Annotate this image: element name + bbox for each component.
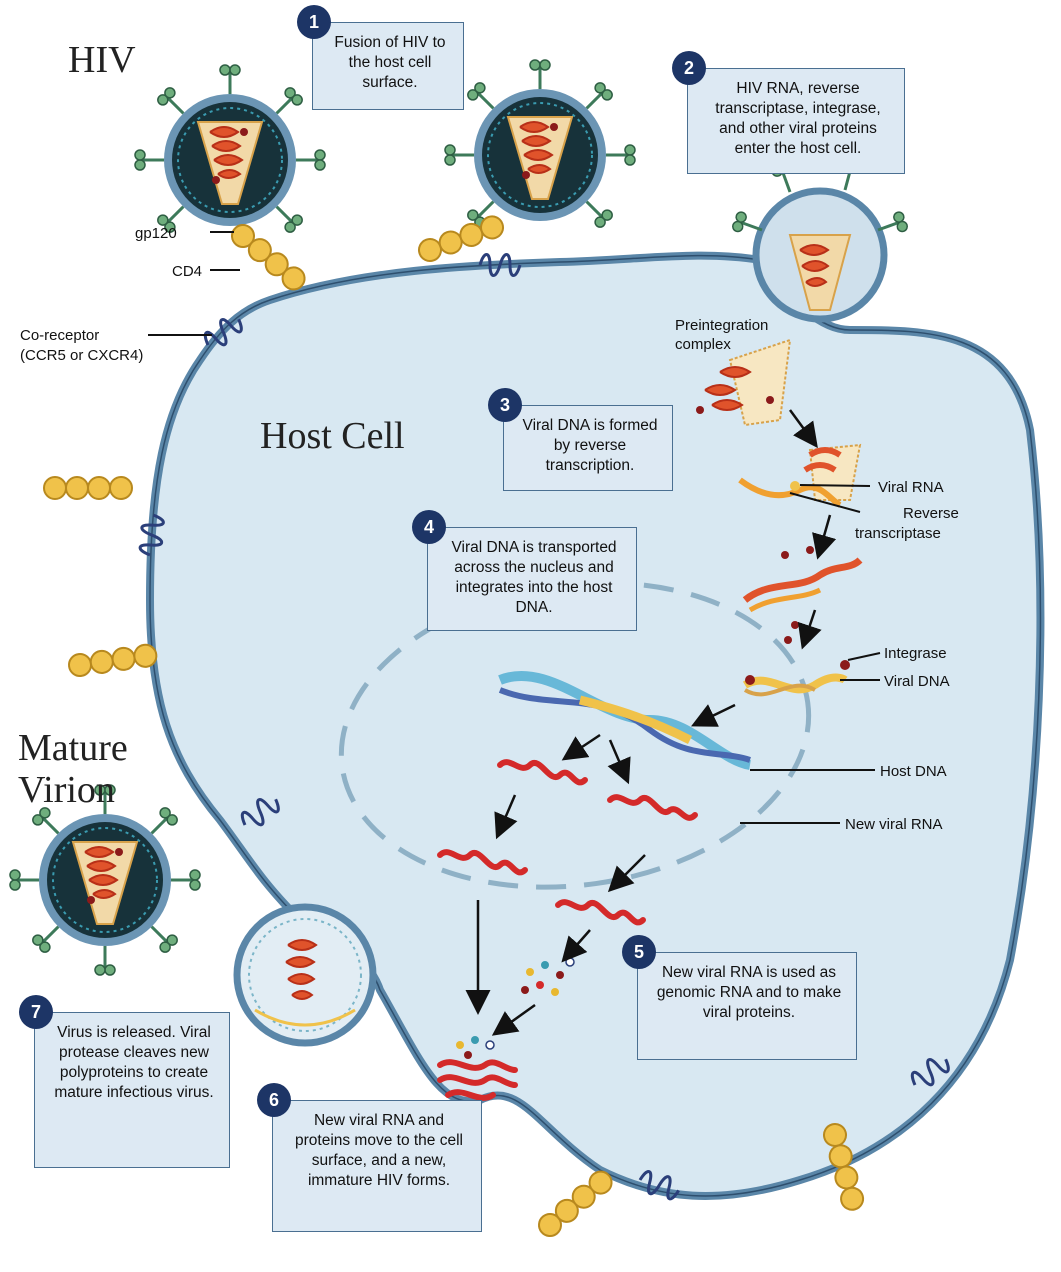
step-5-text: New viral RNA is used as genomic RNA and…: [656, 964, 842, 1021]
step-3-text: Viral DNA is formed by reverse transcrip…: [522, 417, 658, 474]
mature-virion-title-line1: Mature: [18, 727, 128, 769]
cd4-label: CD4: [172, 263, 202, 280]
budding-virion: [233, 903, 377, 1047]
mature-virion-title-line2: Virion: [18, 769, 115, 811]
host-cell-membrane: [145, 251, 1045, 1200]
step-4-box: 4 Viral DNA is transported across the nu…: [412, 510, 637, 631]
reverse-transcriptase-label-line1: Reverse: [903, 505, 959, 522]
coreceptor-label-line2: (CCR5 or CXCR4): [20, 347, 143, 364]
hiv-title: HIV: [68, 39, 136, 81]
coreceptor-label-line1: Co-receptor: [20, 327, 99, 344]
cd4-receptor-left2: [66, 642, 159, 679]
step-1-text: Fusion of HIV to the host cell surface.: [334, 34, 446, 91]
preintegration-label-line2: complex: [675, 336, 731, 353]
step-7-badge: 7: [19, 995, 53, 1029]
step-2-badge: 2: [672, 51, 706, 85]
step-2-text: HIV RNA, reverse transcriptase, integras…: [715, 80, 881, 157]
step-7-box: 7 Virus is released. Viral protease clea…: [19, 995, 230, 1168]
fusing-virion: [729, 157, 911, 323]
integrase-label: Integrase: [884, 645, 947, 662]
mature-virion: [8, 783, 202, 977]
step-3-badge: 3: [488, 388, 522, 422]
cd4-receptor-left1: [43, 476, 133, 500]
step-4-badge: 4: [412, 510, 446, 544]
cd4-receptor-top2: [414, 212, 508, 266]
viral-dna: [742, 660, 850, 697]
step-1-box: 1 Fusion of HIV to the host cell surface…: [297, 5, 464, 110]
host-cell-title: Host Cell: [260, 415, 405, 457]
hiv-virion-1: [133, 63, 327, 236]
cd4-receptor-top: [226, 219, 311, 295]
leader-lines: [148, 231, 881, 824]
step-7-text: Virus is released. Viral protease cleave…: [54, 1024, 214, 1101]
preintegration-complex: [696, 338, 792, 427]
step-5-badge: 5: [622, 935, 656, 969]
new-viral-rna-label: New viral RNA: [845, 816, 943, 833]
step-1-badge: 1: [297, 5, 331, 39]
step-2-box: 2 HIV RNA, reverse transcriptase, integr…: [672, 51, 905, 174]
step-4-text: Viral DNA is transported across the nucl…: [451, 539, 617, 616]
hiv-virion-2: [443, 58, 637, 231]
step-6-text: New viral RNA and proteins move to the c…: [294, 1112, 463, 1189]
host-dna: [498, 670, 752, 770]
host-dna-label: Host DNA: [880, 763, 947, 780]
reverse-transcriptase-label-line2: transcriptase: [855, 525, 941, 542]
viral-dna-label: Viral DNA: [884, 673, 950, 690]
step-6-box: 6 New viral RNA and proteins move to the…: [257, 1083, 482, 1232]
viral-rna-label: Viral RNA: [878, 479, 944, 496]
cd4-receptor-bottom1: [533, 1166, 618, 1242]
gp120-label: gp120: [135, 225, 177, 242]
step-5-box: 5 New viral RNA is used as genomic RNA a…: [622, 935, 857, 1060]
flow-arrows: [465, 409, 837, 1036]
new-viral-rna-strands: [437, 759, 698, 1101]
step-3-box: 3 Viral DNA is formed by reverse transcr…: [488, 388, 673, 491]
step-6-badge: 6: [257, 1083, 291, 1117]
preintegration-label-line1: Preintegration: [675, 317, 768, 334]
